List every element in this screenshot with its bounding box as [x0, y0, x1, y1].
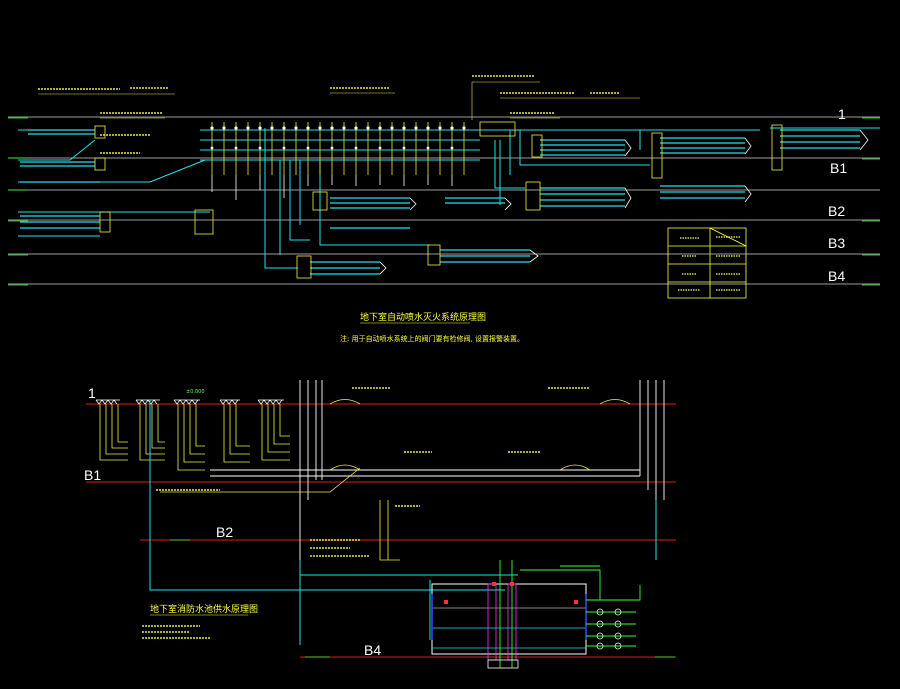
top-level-label-1: 1 [838, 106, 846, 122]
bottom-pump-outlets [520, 565, 641, 647]
top-sprinkler-branches [20, 129, 860, 275]
top-diagram-note: 注: 用于自动喷水系统上的阀门要有检修阀, 设置报警装置。 [340, 334, 524, 343]
bottom-pump-symbols [596, 608, 622, 650]
bottom-collector-pipes [210, 380, 665, 570]
top-diagram-title: 地下室自动喷水灭火系统原理图 [360, 311, 486, 323]
legend-table [667, 227, 747, 299]
bottom-cyan-pipes [149, 400, 657, 645]
top-floor-lines [8, 116, 880, 285]
top-annotation-leaders [38, 81, 640, 120]
top-floor-ground-marks [8, 117, 880, 286]
top-valve-symbols [210, 126, 466, 150]
top-level-label-b4: B4 [828, 268, 845, 284]
bottom-floor-lines [86, 403, 676, 658]
top-level-label-b1: B1 [830, 160, 847, 176]
bottom-inlet-top-heads [95, 399, 284, 405]
bottom-level-label-b4: B4 [364, 642, 381, 658]
bottom-diagram-title: 地下室消防水池供水原理图 [150, 603, 258, 615]
bottom-inlet-drops [99, 404, 290, 471]
bottom-water-tank [431, 560, 587, 669]
bottom-yellow-pipes [160, 399, 631, 561]
bottom-elevation-label: ±0.000 [186, 389, 205, 395]
top-riser-ends [211, 175, 453, 200]
top-branch-end-squiggles [379, 129, 869, 275]
top-branch-valve-boxes [94, 121, 783, 279]
bottom-red-valves [444, 582, 578, 604]
bottom-level-label-b1: B1 [84, 467, 101, 483]
top-level-label-b2: B2 [828, 203, 845, 219]
bottom-annotations [142, 387, 590, 639]
top-annotation-marks [38, 75, 620, 154]
legend-table-marks [678, 236, 740, 291]
top-level-label-b3: B3 [828, 235, 845, 251]
bottom-ground-marks [170, 539, 675, 658]
bottom-level-label-b2: B2 [216, 524, 233, 540]
bottom-level-label-1: 1 [88, 385, 96, 401]
